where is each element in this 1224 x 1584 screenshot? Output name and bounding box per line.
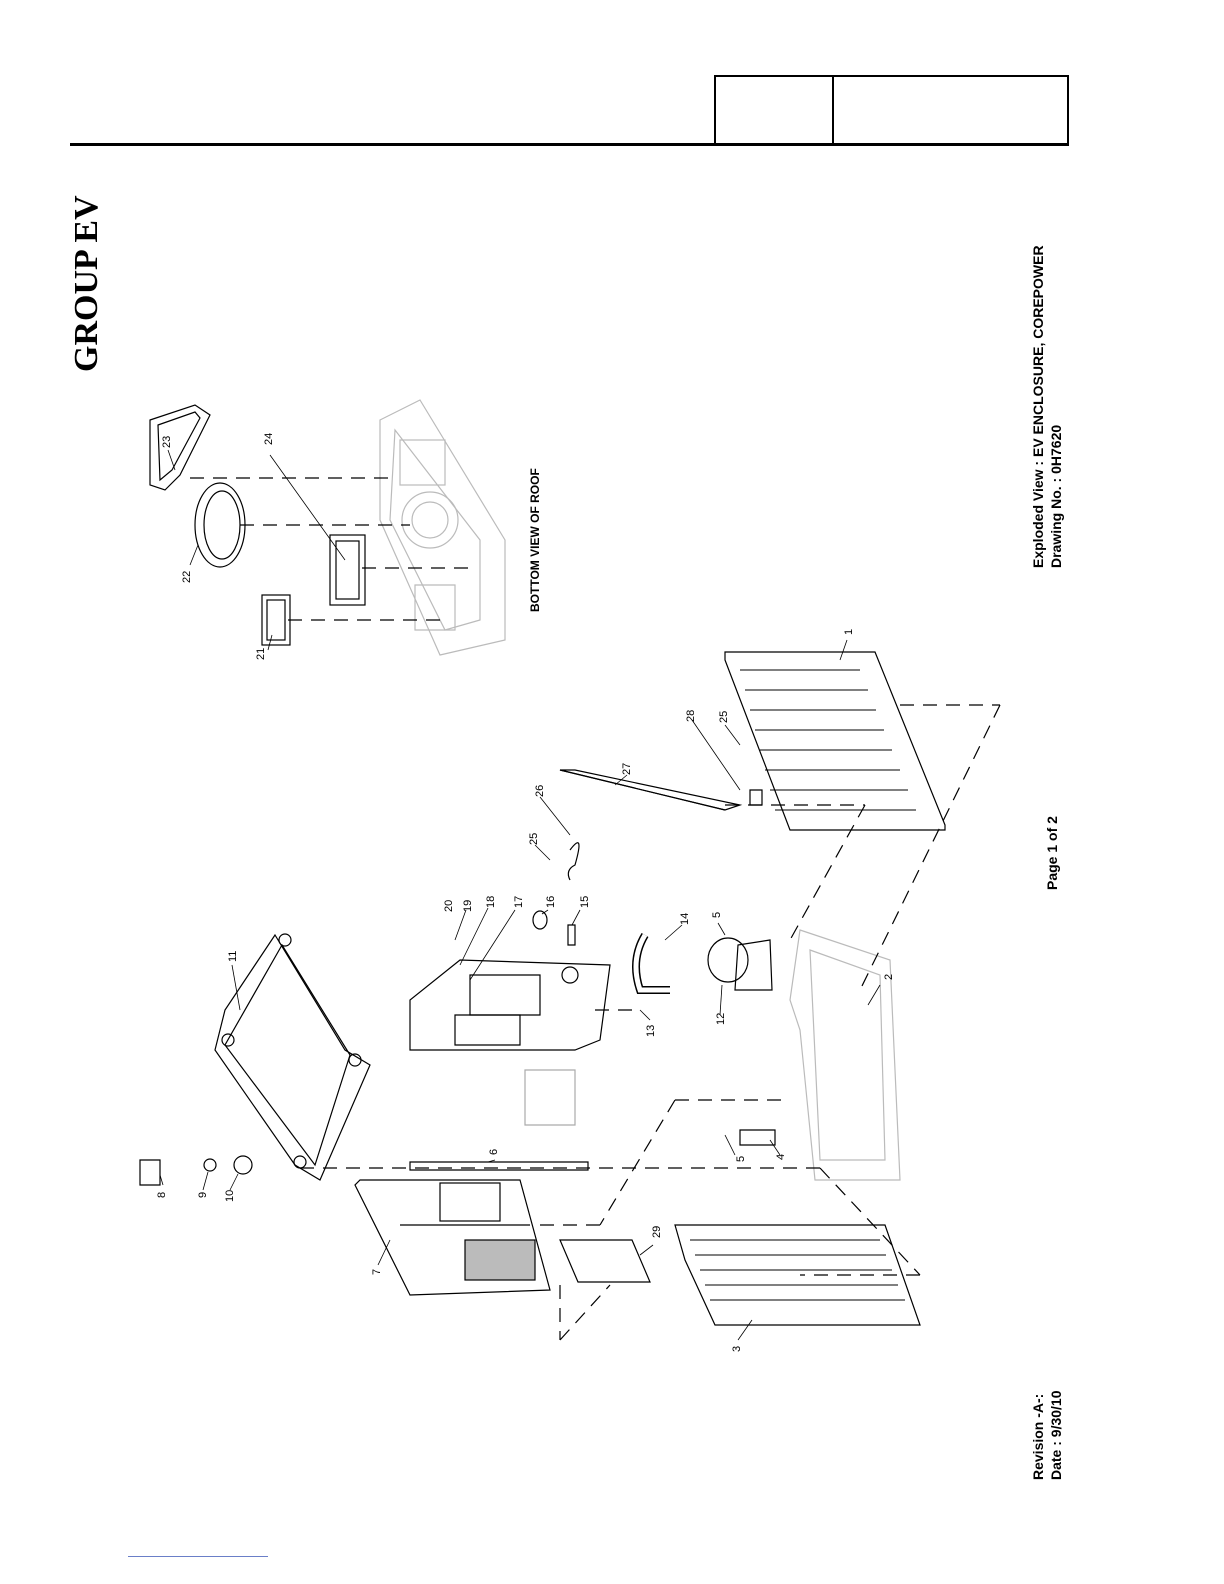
- part-18-control-box: [410, 960, 610, 1050]
- callout-11: 11: [227, 951, 239, 962]
- callout-25a: 25: [528, 833, 540, 845]
- assembly-leaders: [300, 705, 1000, 1340]
- part-4-bracket: [740, 1130, 775, 1145]
- callout-17: 17: [513, 896, 525, 908]
- part-1-panel: [725, 652, 945, 830]
- callout-22: 22: [181, 571, 193, 583]
- callout-5b: 5: [711, 912, 723, 918]
- callout-9: 9: [197, 1192, 209, 1198]
- part-8-handle: [140, 1160, 160, 1185]
- part-15-plug: [568, 925, 575, 945]
- callout-19: 19: [462, 900, 474, 912]
- part-16-washer: [533, 911, 547, 929]
- part-12-blower: [708, 938, 772, 990]
- callout-3: 3: [731, 1346, 743, 1352]
- callout-2: 2: [883, 974, 895, 980]
- part-10-latch: [234, 1156, 252, 1174]
- callout-7: 7: [371, 1269, 383, 1275]
- part-9-spring: [204, 1159, 216, 1171]
- drawing-number: Drawing No. : 0H7620: [1048, 425, 1064, 568]
- callout-24: 24: [263, 433, 275, 445]
- callout-8: 8: [156, 1192, 168, 1198]
- page-indicator: Page 1 of 2: [1044, 816, 1060, 890]
- callout-29: 29: [651, 1226, 663, 1238]
- part-17-mount: [525, 1070, 575, 1125]
- part-22-ring: [195, 483, 245, 567]
- callout-10: 10: [224, 1190, 236, 1202]
- callout-4: 4: [775, 1154, 787, 1160]
- callout-12: 12: [715, 1013, 727, 1025]
- callout-28: 28: [685, 710, 697, 722]
- roof-view-label: BOTTOM VIEW OF ROOF: [528, 468, 542, 612]
- part-2-base: [790, 930, 900, 1180]
- callout-18: 18: [485, 896, 497, 908]
- part-24-gasket: [330, 535, 365, 605]
- revision-date: Date : 9/30/10: [1048, 1391, 1064, 1481]
- part-6-strip: [410, 1162, 588, 1170]
- part-21-gasket: [262, 595, 290, 645]
- part-28-bracket: [750, 790, 762, 805]
- callout-20: 20: [443, 900, 455, 912]
- footer-rule: [128, 1556, 268, 1557]
- drawing-title: Exploded View : EV ENCLOSURE, COREPOWER: [1030, 245, 1046, 568]
- callout-5a: 5: [735, 1156, 747, 1162]
- revision-label: Revision -A-:: [1030, 1394, 1046, 1480]
- callout-1: 1: [843, 629, 855, 635]
- part-29-filter: [560, 1240, 650, 1282]
- callout-27: 27: [621, 763, 633, 775]
- callout-23: 23: [161, 436, 173, 448]
- part-11-lid: [215, 935, 370, 1180]
- part-26-wire: [568, 843, 579, 880]
- roof-bottom-view: [380, 400, 505, 655]
- callout-16: 16: [545, 896, 557, 908]
- callout-25b: 25: [718, 711, 730, 723]
- callout-6: 6: [488, 1149, 500, 1155]
- callout-15: 15: [579, 896, 591, 908]
- callout-13: 13: [645, 1025, 657, 1037]
- callout-21: 21: [255, 648, 267, 660]
- part-23-gasket: [150, 405, 210, 490]
- callout-14: 14: [679, 913, 691, 925]
- callout-26: 26: [534, 785, 546, 797]
